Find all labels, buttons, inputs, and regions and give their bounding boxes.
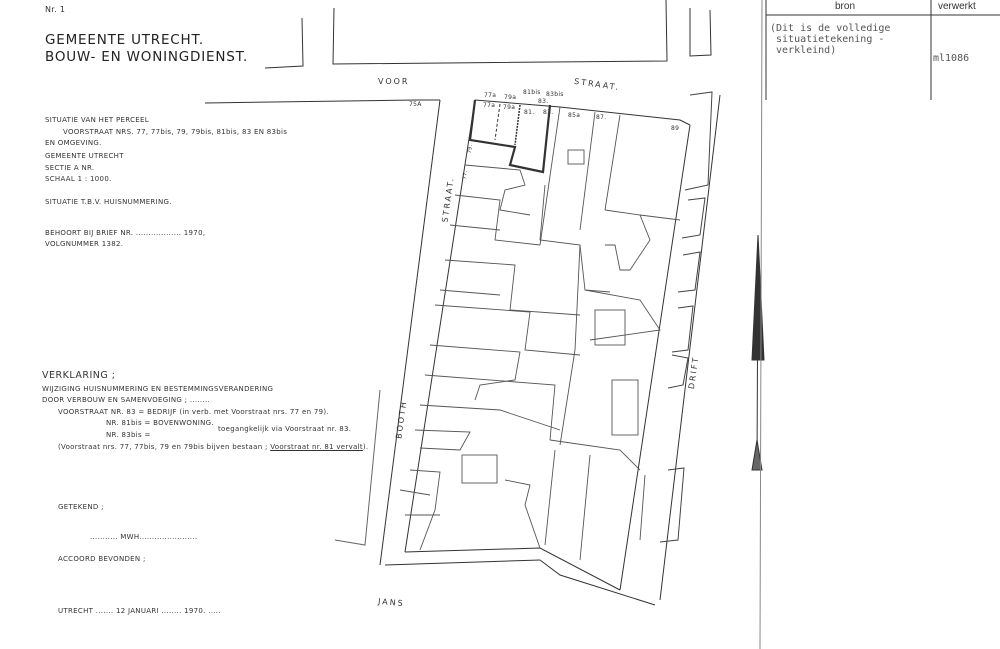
table-cell-bron: (Dit is de volledige situatietekening - … (770, 23, 891, 56)
street-edge (204, 99, 416, 104)
parcel-label: 81bis (523, 89, 541, 96)
verklaring-line5b: toegangkelijk via Voorstraat nr. 83. (218, 425, 352, 433)
parcel-label: 79. (466, 144, 475, 154)
frame-line (689, 8, 712, 57)
parcel-label: 75A (409, 101, 422, 108)
situatie-line3: EN OMGEVING. (45, 139, 102, 147)
verklaring-line1: WIJZIGING HUISNUMMERING EN BESTEMMINGSVE… (42, 385, 274, 393)
situatie-line2: VOORSTRAAT NRS. 77, 77bis, 79, 79bis, 81… (63, 128, 288, 136)
verklaring-line4: NR. 81bis = BOVENWONING. (106, 419, 214, 427)
table-header-bron: bron (835, 1, 856, 12)
schaal: SCHAAL 1 : 1000. (45, 175, 112, 183)
north-arrow-icon (751, 234, 765, 471)
verklaring-title: VERKLARING ; (42, 370, 116, 381)
table-header-verwerkt: verwerkt (938, 1, 976, 12)
title-line1: GEMEENTE UTRECHT. (45, 32, 205, 48)
parcel-label: 83. (538, 98, 549, 105)
drift-buildings (659, 91, 713, 543)
parcel-label: 77a (483, 102, 496, 109)
getekend-label: GETEKEND ; (58, 503, 104, 511)
verklaring-line2: DOOR VERBOUW EN SAMENVOEGING ; ........ (42, 396, 211, 404)
table-cell-verwerkt: ml1086 (933, 53, 970, 64)
verklaring-line5: NR. 83bis = (106, 431, 151, 439)
parcel-label: 79a (503, 104, 516, 111)
volgnummer: VOLGNUMMER 1382. (45, 240, 124, 248)
accoord-label: ACCOORD BEVONDEN ; (58, 555, 146, 563)
document-number: Nr. 1 (45, 5, 66, 14)
street-label-voor: VOOR (378, 77, 410, 86)
parcel-label: 77. (461, 170, 470, 180)
frame-line (264, 17, 304, 69)
parcel-label: 85a (568, 112, 581, 119)
frame-line (332, 0, 668, 65)
gemeente: GEMEENTE UTRECHT (45, 152, 124, 160)
date-line: UTRECHT ....... 12 JANUARI ........ 1970… (58, 607, 221, 615)
verklaring-line6: (Voorstraat nrs. 77, 77bis, 79 en 79bis … (58, 443, 369, 451)
parcel-label: 87. (596, 114, 607, 121)
situatie-tbv: SITUATIE T.B.V. HUISNUMMERING. (45, 198, 172, 206)
brief-nr: BEHOORT BIJ BRIEF NR. ..................… (45, 229, 206, 237)
parcel-label: 79a (504, 94, 517, 101)
verklaring-line3: VOORSTRAAT NR. 83 = BEDRIJF (in verb. me… (58, 408, 329, 416)
street-edge-drift (659, 94, 721, 601)
situatie-line1: SITUATIE VAN HET PERCEEL (45, 116, 149, 124)
parcel-label: 83bis (546, 91, 564, 98)
parcel-label: 81. (524, 109, 535, 116)
parcel-label: 77a (484, 92, 497, 99)
sectie: SECTIE A NR. (45, 164, 95, 172)
title-line2: BOUW- EN WONINGDIENST. (45, 49, 249, 65)
signer: ........... MWH....................... (90, 533, 198, 541)
parcel-label: 83. (543, 109, 554, 116)
parcel-label: 89 (671, 125, 680, 132)
street-edge-booth (379, 99, 441, 566)
parcel-lines (399, 106, 681, 561)
